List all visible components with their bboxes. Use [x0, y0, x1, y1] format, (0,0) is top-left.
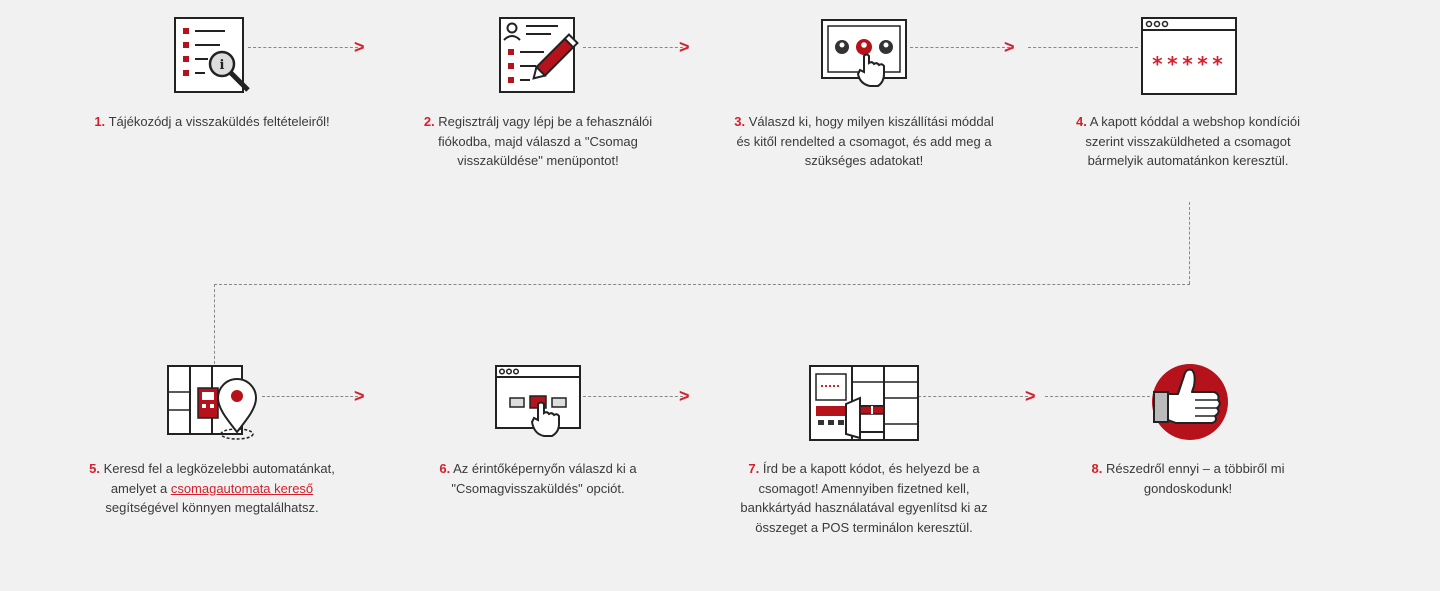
connector-down-right	[1189, 202, 1190, 284]
step-5-description-end: segítségével könnyen megtalálhatsz.	[105, 500, 319, 515]
step-2-text: 2. Regisztrálj vagy lépj be a fehasználó…	[408, 112, 668, 171]
connector-down-left	[214, 284, 215, 364]
connector-7-8	[918, 396, 1028, 397]
arrow-6-7: >	[679, 386, 690, 406]
form-pencil-icon	[499, 17, 579, 93]
arrow-5-6: >	[354, 386, 365, 406]
step-3-description: Válaszd ki, hogy milyen kiszállítási mód…	[736, 114, 994, 168]
arrow-3-4: >	[1004, 37, 1015, 57]
step-3-text: 3. Válaszd ki, hogy milyen kiszállítási …	[734, 112, 994, 171]
connector-4-tail	[1028, 47, 1138, 48]
step-6-description: Az érintőképernyőn válaszd ki a "Csomagv…	[451, 461, 637, 496]
step-5-number: 5.	[89, 461, 100, 476]
step-4-number: 4.	[1075, 114, 1087, 129]
connector-8-tail	[1045, 396, 1150, 397]
thumbs-up-icon	[1152, 364, 1228, 440]
locker-location-pin-icon	[167, 365, 258, 440]
connector-across	[214, 284, 1190, 285]
svg-text:i: i	[220, 58, 225, 73]
connector-2-3	[583, 47, 683, 48]
step-2-description: Regisztrálj vagy lépj be a fehasználói f…	[438, 114, 653, 168]
step-5-text: 5. Keresd fel a legközelebbi automatánka…	[82, 459, 342, 518]
step-1-number: 1.	[94, 114, 106, 129]
parcel-locker-terminal-icon	[809, 365, 919, 441]
connector-1-2	[248, 47, 358, 48]
step-7-text: 7. Írd be a kapott kódot, és helyezd be …	[734, 459, 994, 537]
step-7-number: 7.	[748, 461, 760, 476]
step-8-description: Részedről ennyi – a többiről mi gondosko…	[1105, 461, 1285, 496]
step-6-number: 6.	[439, 461, 451, 476]
step-8-text: 8. Részedről ennyi – a többiről mi gondo…	[1058, 459, 1318, 498]
step-2-number: 2.	[423, 114, 435, 129]
step-1-text: 1. Tájékozódj a visszaküldés feltételeir…	[82, 112, 342, 132]
step-3-number: 3.	[734, 114, 746, 129]
arrow-2-3: >	[679, 37, 690, 57]
checklist-magnifier-icon: i	[174, 17, 250, 93]
screen-select-user-icon	[821, 19, 907, 87]
step-7-description: Írd be a kapott kódot, és helyezd be a c…	[740, 461, 988, 535]
step-8-number: 8.	[1091, 461, 1103, 476]
step-4-text: 4. A kapott kóddal a webshop kondíciói s…	[1058, 112, 1318, 171]
password-mask: *****	[1151, 52, 1226, 76]
step-6-text: 6. Az érintőképernyőn válaszd ki a "Csom…	[408, 459, 668, 498]
step-1-description: Tájékozódj a visszaküldés feltételeiről!	[108, 114, 330, 129]
browser-password-icon: *****	[1141, 17, 1237, 95]
arrow-1-2: >	[354, 37, 365, 57]
connector-3-4	[910, 47, 1010, 48]
arrow-7-8: >	[1025, 386, 1036, 406]
step-4-description: A kapott kóddal a webshop kondíciói szer…	[1085, 114, 1301, 168]
locker-finder-link[interactable]: csomagautomata kereső	[170, 480, 314, 496]
step-5-description-start: Keresd fel a legközelebbi automatánkat, …	[103, 461, 335, 496]
connector-6-7	[583, 396, 683, 397]
connector-5-6	[262, 396, 358, 397]
browser-touch-option-icon	[495, 365, 581, 437]
